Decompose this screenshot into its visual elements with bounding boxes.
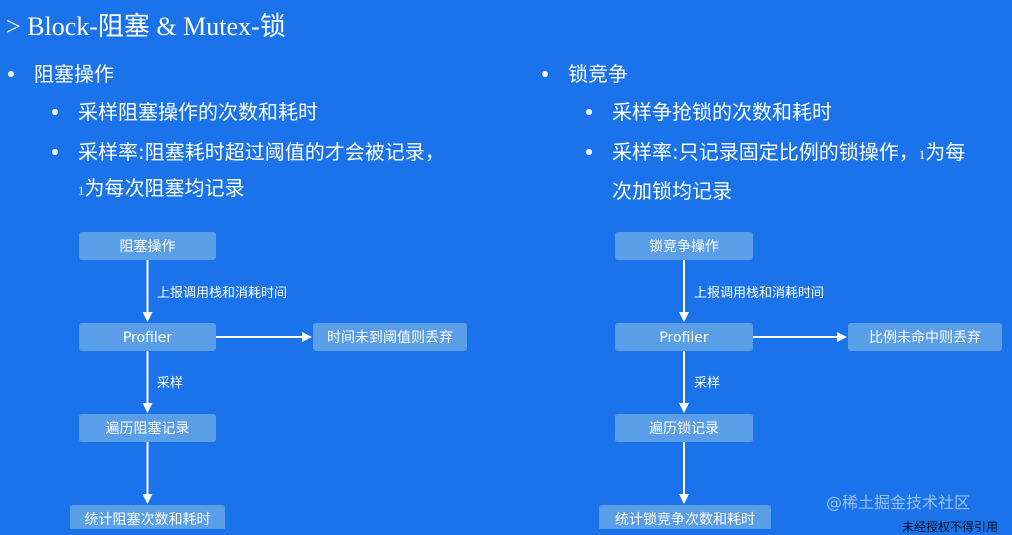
right-node-start: 锁竞争操作 [615, 232, 753, 260]
right-bullet-2: 采样率:只记录固定比例的锁操作，1为每 [540, 134, 1010, 173]
left-heading: 阻塞操作 [6, 60, 506, 88]
page-title: > Block-阻塞 & Mutex-锁 [6, 12, 286, 41]
left-node-stat: 统计阻塞次数和耗时 [70, 505, 225, 529]
left-column: 阻塞操作 采样阻塞操作的次数和耗时 采样率:阻塞耗时超过阈值的才会被记录， 1为… [6, 60, 506, 209]
watermark-bottom: 未经授权不得引用 [902, 520, 999, 534]
left-node-record-label: 遍历阻塞记录 [106, 420, 190, 437]
bullet-dot [586, 109, 592, 115]
right-node-side: 比例未命中则丢弃 [848, 323, 1002, 351]
left-bullet-2-text: 采样率:阻塞耗时超过阈值的才会被记录， [78, 140, 445, 164]
left-bullet-2-cont-text: 为每次阻塞均记录 [84, 176, 245, 200]
right-bullet-1: 采样争抢锁的次数和耗时 [540, 94, 1010, 130]
right-node-side-label: 比例未命中则丢弃 [869, 329, 981, 346]
bullet-dot [8, 71, 14, 77]
right-bullet-1-text: 采样争抢锁的次数和耗时 [612, 100, 832, 124]
left-node-profiler-label: Profiler [123, 330, 173, 346]
bullet-dot [52, 109, 58, 115]
right-bullet-2-number: 1 [918, 147, 926, 162]
right-edge-report-label: 上报调用栈和消耗时间 [694, 286, 824, 301]
left-bullet-2-continuation: 1为每次阻塞均记录 [6, 170, 506, 209]
left-node-start: 阻塞操作 [79, 232, 216, 260]
right-node-record: 遍历锁记录 [615, 414, 753, 442]
right-node-start-label: 锁竞争操作 [649, 238, 719, 255]
left-edge-report-label: 上报调用栈和消耗时间 [157, 286, 287, 301]
right-edge-sample-label: 采样 [694, 376, 720, 391]
left-node-stat-label: 统计阻塞次数和耗时 [85, 511, 211, 528]
left-bullet-1-text: 采样阻塞操作的次数和耗时 [78, 100, 318, 124]
bullet-dot [586, 149, 592, 155]
left-node-start-label: 阻塞操作 [120, 238, 176, 255]
right-heading: 锁竞争 [540, 60, 1010, 88]
left-heading-text: 阻塞操作 [34, 62, 114, 86]
right-flowchart: 锁竞争操作 上报调用栈和消耗时间 Profiler 比例未命中则丢弃 采样 遍历… [599, 232, 1002, 529]
left-bullet-2: 采样率:阻塞耗时超过阈值的才会被记录， [6, 134, 506, 170]
right-node-stat-label: 统计锁竞争次数和耗时 [615, 511, 755, 528]
left-node-record: 遍历阻塞记录 [79, 414, 216, 442]
left-bullet-2-number: 1 [78, 183, 85, 198]
right-bullet-2-text: 采样率:只记录固定比例的锁操作， [612, 140, 919, 164]
left-bullet-1: 采样阻塞操作的次数和耗时 [6, 94, 506, 130]
bullet-dot [52, 149, 58, 155]
left-node-profiler: Profiler [79, 323, 216, 351]
left-edge-sample-label: 采样 [157, 376, 183, 391]
left-node-side-label: 时间未到阈值则丢弃 [327, 330, 453, 346]
bullet-dot [542, 71, 548, 77]
right-column: 锁竞争 采样争抢锁的次数和耗时 采样率:只记录固定比例的锁操作，1为每 次加锁均… [540, 60, 1010, 209]
left-node-side: 时间未到阈值则丢弃 [313, 323, 467, 351]
right-bullet-2-continuation: 次加锁均记录 [540, 173, 1010, 209]
left-flowchart: 阻塞操作 上报调用栈和消耗时间 Profiler 时间未到阈值则丢弃 采样 遍历… [70, 232, 467, 529]
right-bullet-2-tail: 为每 [925, 140, 966, 164]
right-heading-text: 锁竞争 [568, 62, 628, 86]
right-node-stat: 统计锁竞争次数和耗时 [599, 505, 771, 529]
right-bullet-2-cont-text: 次加锁均记录 [612, 179, 732, 203]
right-node-profiler-label: Profiler [659, 330, 709, 346]
watermark: @稀土掘金技术社区 [826, 493, 971, 512]
right-node-profiler: Profiler [615, 323, 753, 351]
right-node-record-label: 遍历锁记录 [649, 421, 719, 437]
